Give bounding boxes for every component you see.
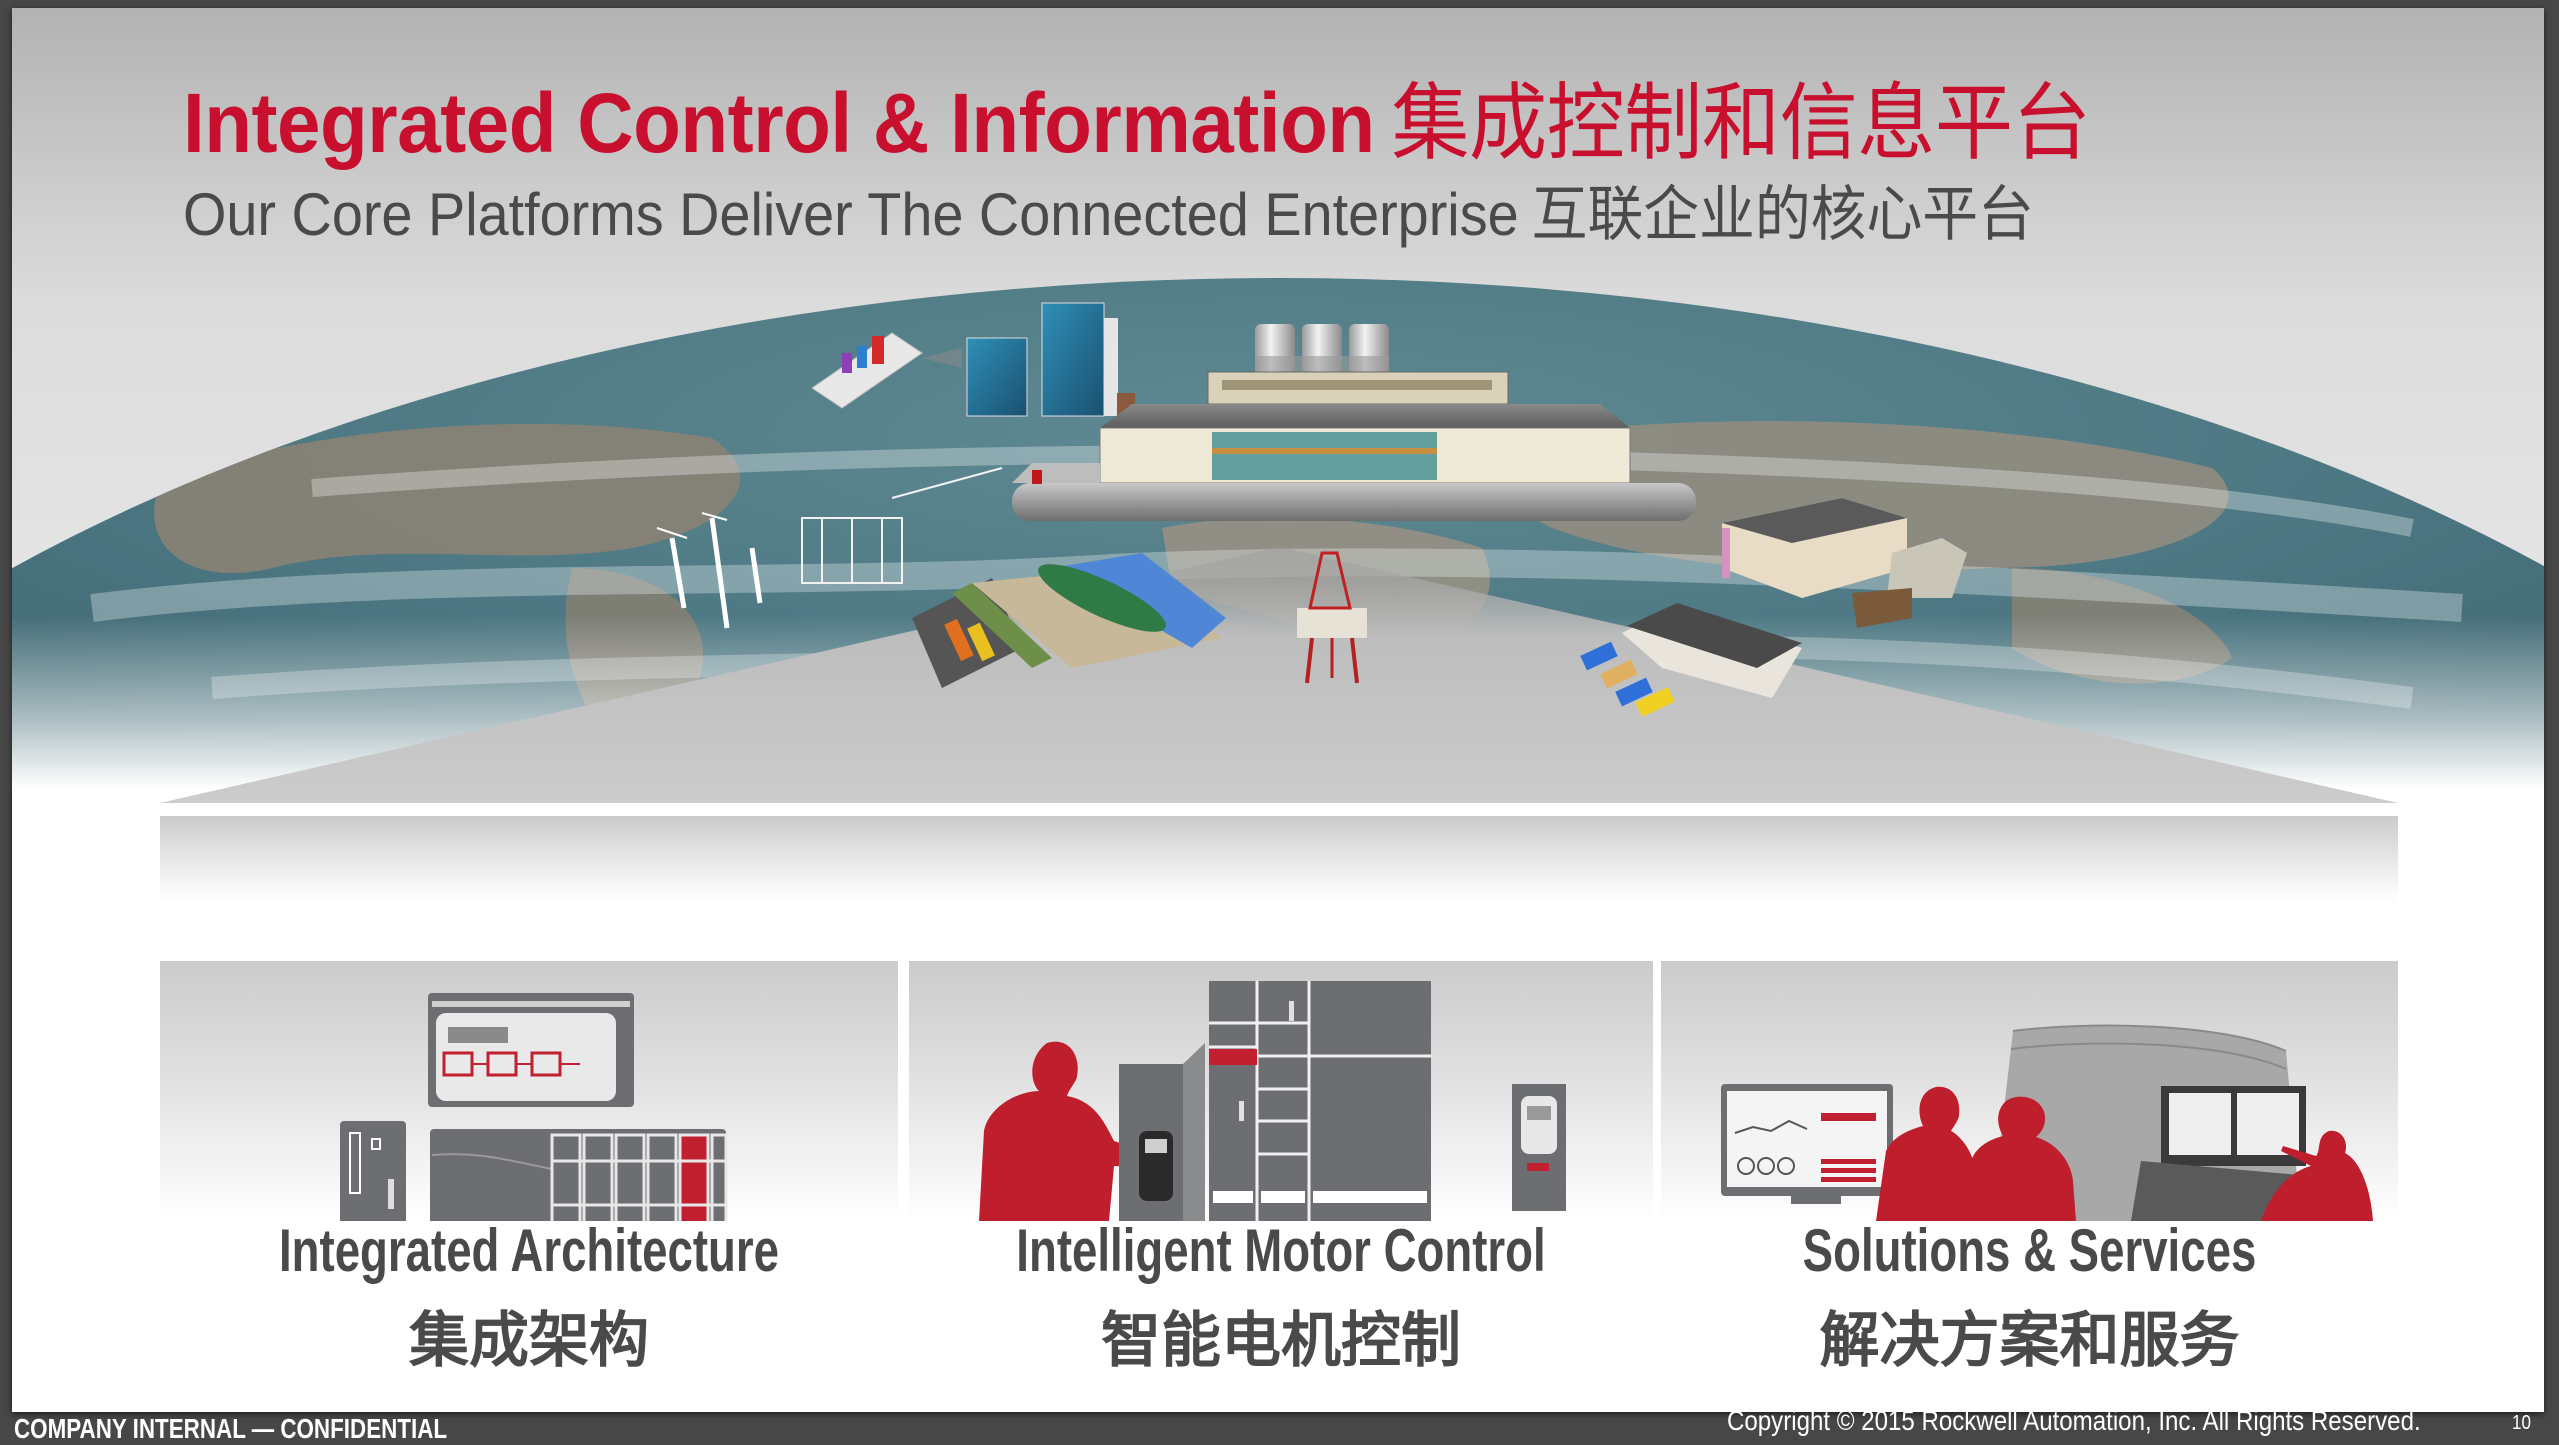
engineer-silhouette: [979, 1041, 1141, 1221]
skyscrapers-icon: [966, 302, 1135, 417]
factory-icon: [1012, 404, 1696, 521]
silos-icon: [1255, 324, 1389, 374]
engineer-silhouette: [1966, 1096, 2076, 1221]
slide-subtitle: Our Core Platforms Deliver The Connected…: [183, 166, 2034, 253]
power-substation-icon: [801, 467, 1003, 584]
platform-subtitle-solutions-services: 解决方案和服务: [1819, 1306, 2240, 1376]
hospital-campus-icon: [1722, 498, 1967, 628]
office-dashboard-icon: [811, 332, 962, 409]
oil-rig-icon: [1297, 551, 1367, 684]
platform-panel-solutions-services: [1661, 961, 2398, 1221]
port-and-ship-icon: [912, 553, 1226, 688]
control-room-icon: [1721, 1024, 2373, 1221]
platform-subtitle-integrated-architecture: 集成架构: [409, 1306, 649, 1376]
slide-subtitle-zh: 互联企业的核心平台: [1531, 180, 2034, 250]
platform-title-intelligent-motor-control: Intelligent Motor Control: [1016, 1217, 1546, 1284]
plc-controller-icon: [340, 993, 728, 1221]
platform-title-integrated-architecture: Integrated Architecture: [278, 1217, 780, 1284]
slide-title-zh: 集成控制和信息平台: [1391, 74, 2091, 172]
slide-subtitle-en: Our Core Platforms Deliver The Connected…: [183, 181, 1519, 248]
platform-base-band: [160, 816, 2398, 908]
copyright-notice: Copyright © 2015 Rockwell Automation, In…: [1727, 1405, 2421, 1436]
page-number: 10: [2512, 1412, 2531, 1434]
engineer-silhouette: [2261, 1130, 2373, 1221]
projection-trapezoid: [160, 547, 2398, 803]
platform-title-solutions-services: Solutions & Services: [1802, 1217, 2257, 1284]
engineer-silhouette: [1876, 1086, 1973, 1221]
platform-panel-integrated-architecture: [160, 961, 898, 1221]
slide-title-en: Integrated Control & Information: [183, 76, 1375, 170]
platform-panel-intelligent-motor-control: [909, 961, 1653, 1221]
connected-enterprise-illustration: [12, 278, 2544, 828]
motor-control-center-icon: [979, 981, 1566, 1221]
truck-warehouse-icon: [1580, 603, 1802, 717]
platform-subtitle-intelligent-motor-control: 智能电机控制: [1101, 1306, 1461, 1376]
wind-turbines-icon: [656, 512, 763, 629]
classification-label: COMPANY INTERNAL — CONFIDENTIAL: [14, 1413, 448, 1444]
